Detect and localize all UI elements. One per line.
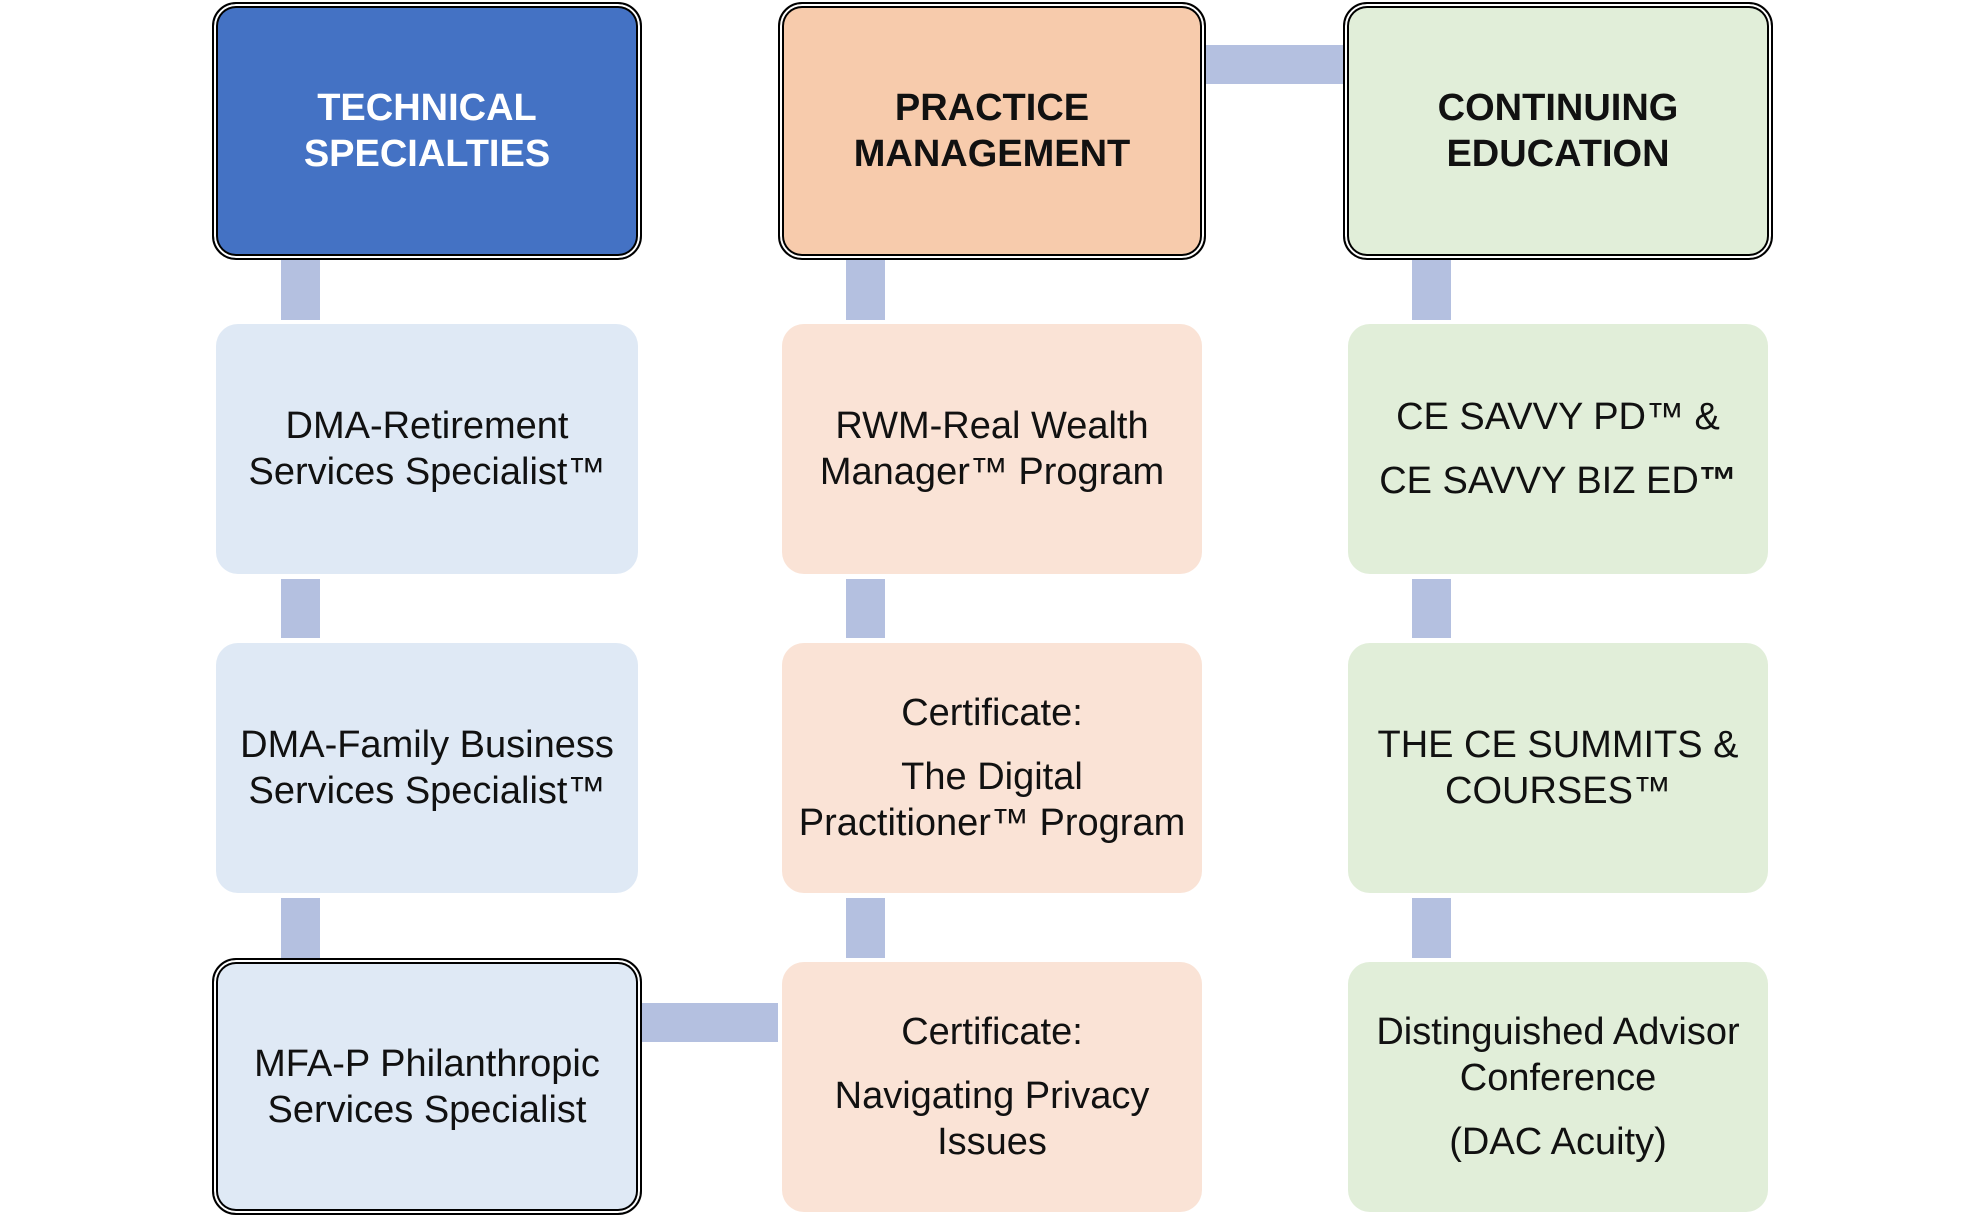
item-digital-practitioner-line-3: Practitioner™ Program [798, 802, 1186, 844]
header-continuing-education: CONTINUING EDUCATION [1343, 2, 1773, 260]
item-rwm-line-1: RWM-Real Wealth [835, 405, 1149, 447]
item-navigating-privacy-line-2: Navigating Privacy [834, 1075, 1150, 1117]
item-dma-family-business-line-2: Services Specialist™ [248, 770, 606, 812]
header-practice-line-1: PRACTICE [894, 87, 1090, 129]
connector-practice-continuing [1203, 45, 1345, 84]
item-dma-retirement-line-1: DMA-Retirement [285, 405, 569, 447]
item-mfa-p-philanthropic: MFA-P Philanthropic Services Specialist [212, 958, 642, 1215]
header-practice-management: PRACTICE MANAGEMENT [778, 2, 1206, 260]
header-continuing-line-2: EDUCATION [1446, 133, 1670, 175]
connector-mfa-privacy [640, 1003, 778, 1042]
item-digital-practitioner-line-2: The Digital [901, 756, 1083, 798]
item-rwm-line-2: Manager™ Program [819, 451, 1165, 493]
item-ce-summits: THE CE SUMMITS & COURSES™ [1348, 643, 1768, 893]
header-technical-line-1: TECHNICAL [317, 87, 537, 129]
header-practice-line-2: MANAGEMENT [853, 133, 1131, 175]
item-ce-summits-line-1: THE CE SUMMITS & [1377, 724, 1739, 766]
item-distinguished-advisor-line-2: Conference [1459, 1057, 1657, 1099]
connector-practice-2 [846, 579, 885, 638]
connector-continuing-1 [1412, 258, 1451, 320]
connector-technical-3 [281, 898, 320, 958]
item-digital-practitioner-line-1: Certificate: [901, 692, 1083, 734]
connector-technical-2 [281, 579, 320, 638]
item-distinguished-advisor: Distinguished Advisor Conference (DAC Ac… [1348, 962, 1768, 1212]
item-digital-practitioner: Certificate: The Digital Practitioner™ P… [782, 643, 1202, 893]
item-mfa-p-line-2: Services Specialist [267, 1088, 587, 1131]
item-ce-savvy-line-2: CE SAVVY BIZ ED™ [1379, 458, 1737, 504]
item-navigating-privacy-line-1: Certificate: [901, 1011, 1083, 1053]
item-dma-retirement: DMA-Retirement Services Specialist™ [216, 324, 638, 574]
connector-technical-1 [281, 258, 320, 320]
item-ce-savvy-line-1: CE SAVVY PD™ & [1396, 396, 1720, 438]
item-dma-family-business: DMA-Family Business Services Specialist™ [216, 643, 638, 893]
item-distinguished-advisor-line-3: (DAC Acuity) [1449, 1121, 1667, 1163]
item-navigating-privacy: Certificate: Navigating Privacy Issues [782, 962, 1202, 1212]
item-mfa-p-line-1: MFA-P Philanthropic [254, 1042, 600, 1085]
item-ce-savvy: CE SAVVY PD™ & CE SAVVY BIZ ED™ [1348, 324, 1768, 574]
item-rwm-real-wealth: RWM-Real Wealth Manager™ Program [782, 324, 1202, 574]
item-dma-retirement-line-2: Services Specialist™ [248, 451, 606, 493]
item-distinguished-advisor-line-1: Distinguished Advisor [1376, 1011, 1740, 1053]
item-ce-summits-line-2: COURSES™ [1445, 770, 1671, 812]
connector-continuing-2 [1412, 579, 1451, 638]
connector-practice-3 [846, 898, 885, 958]
header-technical-specialties: TECHNICAL SPECIALTIES [212, 2, 642, 260]
header-technical-line-2: SPECIALTIES [303, 133, 551, 175]
connector-practice-1 [846, 258, 885, 320]
header-continuing-line-1: CONTINUING [1437, 87, 1679, 129]
item-dma-family-business-line-1: DMA-Family Business [240, 724, 614, 766]
connector-continuing-3 [1412, 898, 1451, 958]
item-ce-savvy-line-2-text: CE SAVVY BIZ ED [1379, 460, 1699, 502]
item-ce-savvy-line-2-tm: ™ [1698, 460, 1737, 502]
item-navigating-privacy-line-3: Issues [937, 1121, 1047, 1163]
